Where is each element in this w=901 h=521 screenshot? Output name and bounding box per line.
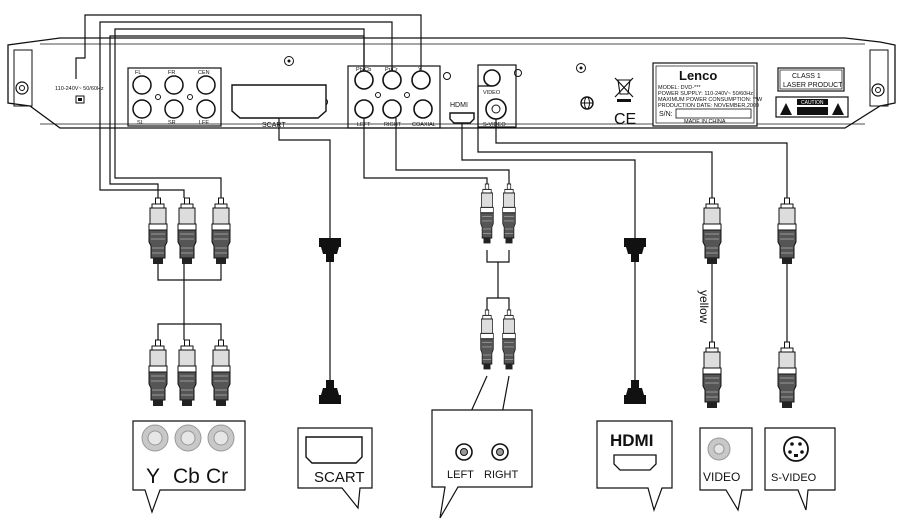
screw-icon xyxy=(514,69,522,77)
svideo-jack-icon xyxy=(783,436,809,462)
screw-icon xyxy=(443,72,451,80)
scart-port: SCART xyxy=(231,84,327,129)
spec-line: MODEL: DVD-*** xyxy=(658,85,701,91)
scart-port-label: SCART xyxy=(262,122,286,129)
component-label-y: Y xyxy=(146,465,160,488)
scart-input-device: SCART xyxy=(297,427,373,510)
made-in-label: MADE IN CHINA xyxy=(684,119,726,125)
video-input-device: VIDEO xyxy=(699,427,753,512)
ce-mark: CE xyxy=(614,111,636,128)
brand-logo: Lenco xyxy=(679,68,717,83)
globe-icon xyxy=(580,96,594,110)
scart-device-label: SCART xyxy=(314,469,365,486)
audio-jack-label: SR xyxy=(168,120,176,126)
video-output-block: VIDEO S-VIDEO xyxy=(477,64,517,128)
serial-label: S/N: xyxy=(659,111,673,118)
caution-label: CAUTION xyxy=(775,96,849,118)
video-device-label: VIDEO xyxy=(703,470,740,484)
audio-jack-label: FR xyxy=(168,70,175,76)
audio-plugs-bottom xyxy=(480,309,516,370)
audio-right-label: RIGHT xyxy=(484,469,519,481)
cable-wires xyxy=(75,14,788,426)
spec-line: POWER SUPPLY: 110-240V~ 50/60Hz xyxy=(658,91,753,97)
spec-line: MAXIMUM POWER CONSUMPTION: **W xyxy=(658,97,763,103)
svideo-device-label: S-VIDEO xyxy=(771,472,817,484)
hdmi-device-label: HDMI xyxy=(610,431,653,450)
left-mount-bracket xyxy=(13,49,33,107)
audio-jack-label: CEN xyxy=(198,70,210,76)
component-input-device: Y Cb Cr xyxy=(132,420,246,514)
audio-left-label: LEFT xyxy=(447,469,474,481)
stereo-jack-label: RIGHT xyxy=(384,122,402,128)
audio-input-device: LEFT RIGHT xyxy=(431,409,533,519)
component-plugs-top xyxy=(148,197,231,265)
rating-label: Lenco MODEL: DVD-*** POWER SUPPLY: 110-2… xyxy=(652,62,763,127)
component-plugs-bottom xyxy=(148,339,231,407)
power-spec: 110-240V~ 50/60Hz xyxy=(55,86,104,92)
caution-text: CAUTION xyxy=(801,100,824,106)
coaxial-jack-label: COAXIAL xyxy=(412,122,436,128)
laser-class-line: LASER PRODUCT xyxy=(783,82,843,89)
hdmi-port: HDMI xyxy=(449,102,475,124)
component-jack-label: Y xyxy=(418,67,422,73)
screw-icon xyxy=(284,56,294,66)
hdmi-input-device: HDMI xyxy=(596,420,673,512)
component-jack-icon xyxy=(141,424,235,452)
right-mount-bracket xyxy=(869,49,889,107)
surround-audio-outputs: FL FR CEN SL SR LFE xyxy=(127,67,222,127)
svideo-jack-label: S-VIDEO xyxy=(483,122,506,128)
spec-line: PRODUCTION DATE: NOVEMBER,2009 xyxy=(658,103,759,109)
power-input: 110-240V~ 50/60Hz xyxy=(55,86,104,104)
audio-plugs-top xyxy=(480,183,516,244)
laser-class-label: CLASS 1 LASER PRODUCT xyxy=(777,67,845,92)
rear-panel: 110-240V~ 50/60Hz FL FR CEN SL SR LFE SC… xyxy=(7,37,896,129)
screw-icon xyxy=(576,63,586,73)
rca-jack-icon xyxy=(455,443,509,461)
audio-jack-label: LFE xyxy=(199,120,209,126)
component-label-cr: Cr xyxy=(206,465,228,488)
laser-class-line: CLASS 1 xyxy=(792,73,821,80)
video-jack-label: VIDEO xyxy=(483,90,501,96)
weee-bin-icon xyxy=(614,77,634,102)
video-cable-color-label: yellow xyxy=(697,290,711,324)
component-label-cb: Cb xyxy=(173,465,200,488)
audio-jack-label: SL xyxy=(137,120,144,126)
audio-jack-label: FL xyxy=(135,70,141,76)
svideo-input-device: S-VIDEO xyxy=(764,427,836,511)
video-jack-icon xyxy=(707,437,731,461)
hdmi-port-label: HDMI xyxy=(450,102,468,109)
